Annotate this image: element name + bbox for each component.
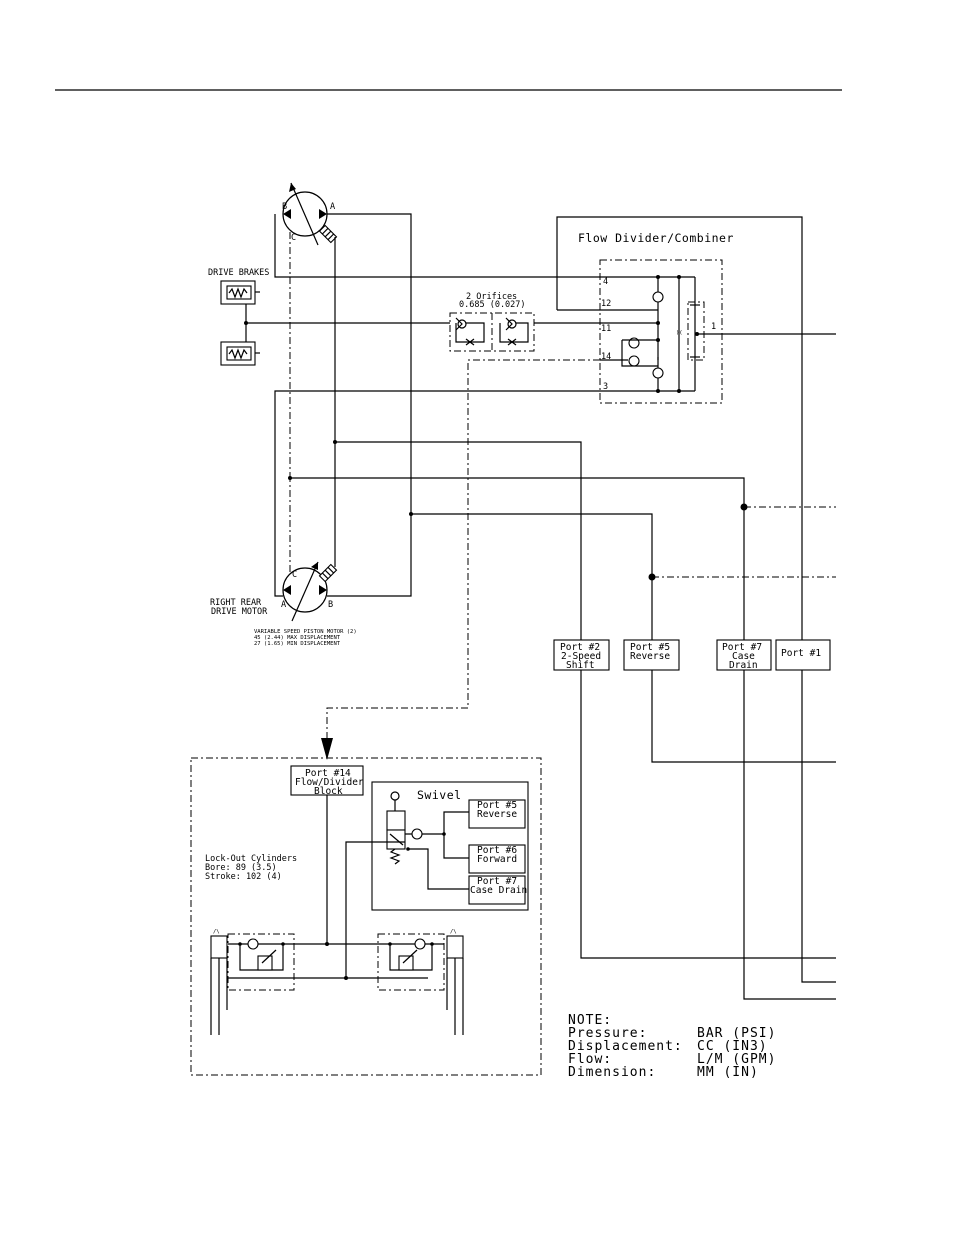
motor-spec-1: VARIABLE SPEED PISTON MOTOR (2)	[254, 629, 357, 635]
swivel-label: Swivel	[417, 788, 462, 802]
bottom-motor-port-c: C	[292, 570, 297, 580]
drive-brake-2	[220, 341, 260, 366]
motor-spec-3: 27 (1.65) MIN DISPLACEMENT	[254, 641, 341, 647]
svg-text:Reverse: Reverse	[477, 809, 517, 820]
lockout-label-3: Stroke: 102 (4)	[205, 872, 282, 882]
svg-text:Case Drain: Case Drain	[470, 885, 527, 896]
svg-text:L/M (GPM): L/M (GPM)	[697, 1052, 776, 1067]
svg-text:CC (IN3): CC (IN3)	[697, 1039, 768, 1054]
svg-text:Shift: Shift	[566, 660, 595, 671]
right-rear-label-2: DRIVE MOTOR	[211, 607, 268, 617]
top-motor-port-b: B	[282, 202, 287, 212]
swivel-valve	[345, 791, 469, 978]
lockout-cylinder-right: /\	[446, 929, 464, 1035]
svg-text:Port #14: Port #14	[305, 768, 351, 779]
orifices-label-2: 0.685 (0.027)	[459, 300, 526, 310]
svg-text:Case: Case	[732, 651, 755, 662]
top-motor-port-a: A	[330, 202, 335, 212]
flow-arrow	[321, 738, 333, 760]
lockout-cylinder-left: /\	[210, 929, 228, 1035]
svg-text:Port #6: Port #6	[477, 845, 517, 856]
drive-brake-1	[220, 280, 260, 305]
lockout-label-2: Bore: 89 (3.5)	[205, 863, 277, 873]
svg-text:Flow:: Flow:	[568, 1052, 612, 1067]
lockout-valve-right	[377, 933, 445, 991]
svg-text:Displacement:: Displacement:	[568, 1039, 683, 1054]
svg-text:Pressure:: Pressure:	[568, 1026, 647, 1041]
bottom-drive-motor: C A B	[281, 561, 338, 622]
flow-divider-block: 4 12 11 14 3 1 )(	[557, 259, 836, 404]
drive-brakes-label: DRIVE BRAKES	[208, 268, 269, 278]
swivel-port-reverse: Port #5 Reverse	[468, 799, 526, 829]
orifice-block	[449, 312, 535, 352]
svg-text:Port #5: Port #5	[477, 800, 517, 811]
svg-text:Port #5: Port #5	[630, 642, 670, 653]
svg-text:Port #7: Port #7	[477, 876, 517, 887]
note-heading: NOTE:	[568, 1013, 612, 1028]
bottom-motor-port-b: B	[328, 600, 333, 610]
divider-port-11: 11	[601, 324, 611, 334]
top-drive-motor: B A C	[282, 182, 338, 246]
port-7-box: Port #7 Case Drain	[716, 639, 772, 671]
svg-text:Reverse: Reverse	[630, 651, 670, 662]
svg-text:Block: Block	[314, 786, 343, 797]
right-rear-label-1: RIGHT REAR	[210, 598, 262, 608]
divider-port-12: 12	[601, 299, 611, 309]
svg-text:/\: /\	[213, 929, 220, 935]
svg-text:MM (IN): MM (IN)	[697, 1065, 759, 1080]
divider-port-1: 1	[711, 322, 716, 332]
svg-text:Port #7: Port #7	[722, 642, 762, 653]
swivel-port-case-drain: Port #7 Case Drain	[468, 875, 527, 905]
divider-port-3: 3	[603, 382, 608, 392]
svg-text:Port #2: Port #2	[560, 642, 600, 653]
bottom-motor-port-a: A	[281, 600, 286, 610]
svg-text:/\: /\	[450, 929, 457, 935]
divider-throttle-mark: )(	[676, 330, 683, 336]
port-14-box: Port #14 Flow/Divider Block	[290, 765, 364, 797]
svg-text:2-Speed: 2-Speed	[561, 651, 601, 662]
lockout-label-1: Lock-Out Cylinders	[205, 854, 297, 864]
divider-port-14: 14	[601, 352, 611, 362]
port-5-box: Port #5 Reverse	[623, 639, 680, 671]
orifices-label-1: 2 Orifices	[466, 292, 517, 302]
svg-text:Drain: Drain	[729, 660, 758, 671]
port-1-box: Port #1	[775, 639, 831, 671]
divider-port-4: 4	[603, 277, 608, 287]
svg-text:Dimension:: Dimension:	[568, 1065, 656, 1080]
svg-text:Forward: Forward	[477, 854, 517, 865]
units-note: NOTE: Pressure: BAR (PSI) Displacement: …	[568, 1013, 776, 1080]
svg-text:Port #1: Port #1	[781, 648, 821, 659]
motor-spec-2: 45 (2.44) MAX DISPLACEMENT	[254, 635, 341, 641]
port-2-box: Port #2 2-Speed Shift	[553, 639, 610, 671]
svg-text:Flow/Divider: Flow/Divider	[295, 777, 364, 788]
svg-text:BAR (PSI): BAR (PSI)	[697, 1026, 776, 1041]
lockout-valve-left	[227, 933, 295, 991]
flow-divider-title: Flow Divider/Combiner	[578, 231, 734, 245]
lockout-enclosure	[190, 757, 542, 1076]
top-motor-port-c: C	[291, 233, 296, 243]
swivel-port-forward: Port #6 Forward	[468, 844, 526, 874]
